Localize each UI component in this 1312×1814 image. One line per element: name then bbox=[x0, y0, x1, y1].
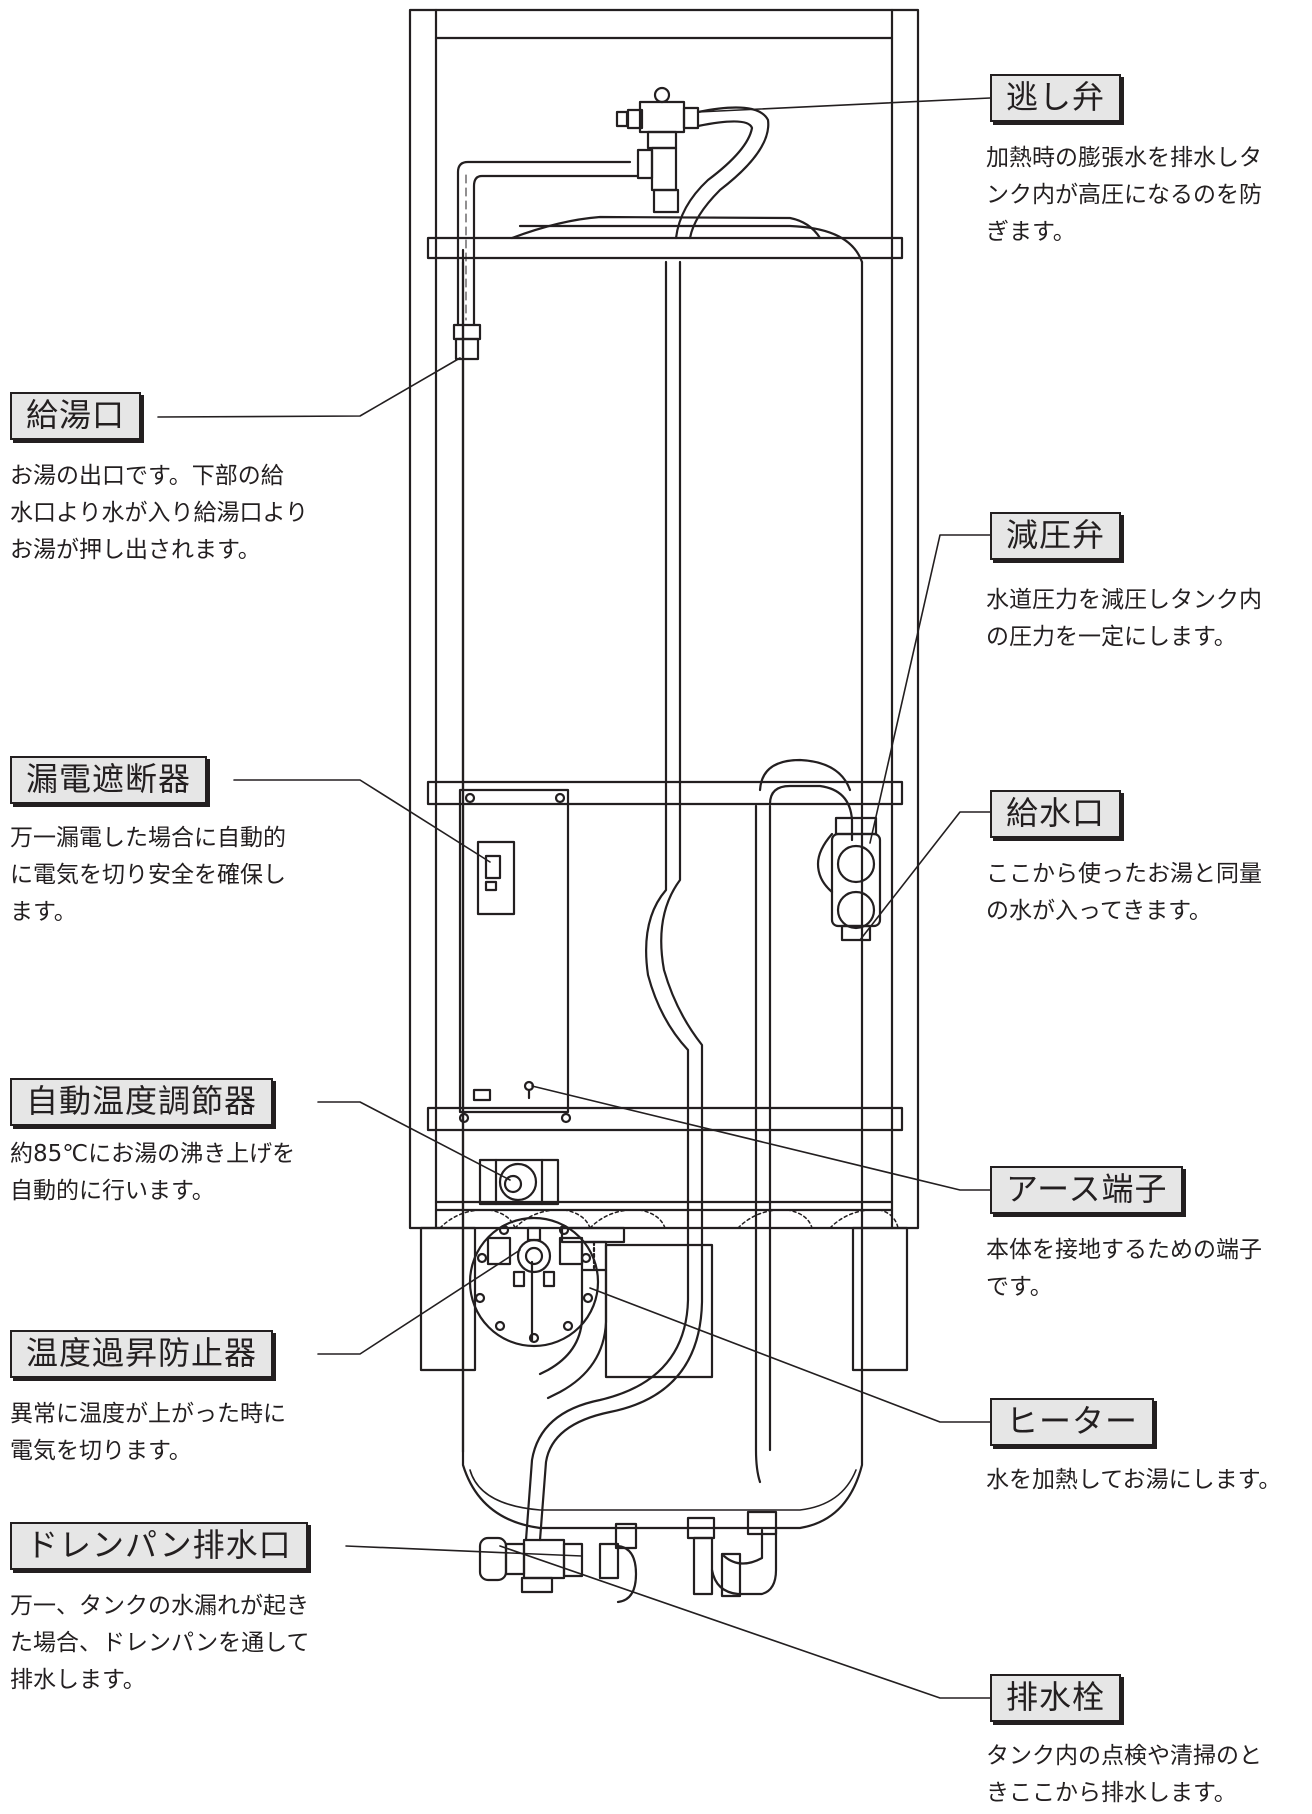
relief-valve-label: 逃し弁 bbox=[990, 74, 1122, 122]
inlet-pipe bbox=[754, 758, 854, 1484]
drain-plug-part bbox=[478, 1522, 638, 1604]
earth-terminal-description: 本体を接地するための端子です。 bbox=[986, 1237, 1262, 1300]
storage-tank bbox=[461, 215, 864, 1530]
overheat-protector-label: 温度過昇防止器 bbox=[10, 1330, 274, 1378]
relief-valve-description: 加熱時の膨張水を排水しタンク内が高圧になるのを防ぎます。 bbox=[986, 145, 1262, 245]
earth-leakage-breaker-description: 万一漏電した場合に自動的に電気を切り安全を確保します。 bbox=[10, 825, 286, 925]
drain-pan-outlet-label: ドレンパン排水口 bbox=[10, 1522, 308, 1570]
cabinet-frame bbox=[408, 8, 920, 1230]
pressure-reducing-valve-description: 水道圧力を減圧しタンク内の圧力を一定にします。 bbox=[986, 587, 1262, 650]
hot-water-outlet-description: お湯の出口です。下部の給水口より水が入り給湯口よりお湯が押し出されます。 bbox=[10, 463, 309, 563]
drain-pan-outlet-part bbox=[530, 1226, 714, 1400]
earth-leakage-breaker-label: 漏電遮断器 bbox=[10, 756, 208, 804]
heater-description: 水を加熱してお湯にします。 bbox=[986, 1467, 1282, 1493]
drain-hose bbox=[524, 1198, 704, 1542]
internal-pipe bbox=[645, 260, 704, 1202]
thermostat-description: 約85℃にお湯の沸き上げを自動的に行います。 bbox=[10, 1141, 296, 1204]
drain-pan-outlet-description: 万一、タンクの水漏れが起きた場合、ドレンパンを通して排水します。 bbox=[10, 1593, 310, 1693]
earth-terminal-label: アース端子 bbox=[990, 1166, 1184, 1214]
heater-flange bbox=[468, 1216, 600, 1348]
drain-plug-description: タンク内の点検や清掃のときここから排水します。 bbox=[986, 1743, 1262, 1806]
earth-terminal-part bbox=[523, 1080, 535, 1100]
breaker-panel bbox=[458, 788, 572, 1124]
water-inlet-description: ここから使ったお湯と同量の水が入ってきます。 bbox=[986, 861, 1262, 924]
cabinet-legs bbox=[419, 1226, 909, 1372]
water-inlet-label: 給水口 bbox=[990, 790, 1122, 838]
drain-plug-label: 排水栓 bbox=[990, 1674, 1122, 1722]
relief-hose bbox=[674, 106, 770, 240]
thermostat-part bbox=[478, 1158, 560, 1206]
overheat-protector-description: 異常に温度が上がった時に電気を切ります。 bbox=[10, 1401, 286, 1464]
heater-label: ヒーター bbox=[990, 1398, 1155, 1446]
thermostat-label: 自動温度調節器 bbox=[10, 1078, 274, 1126]
hot-water-pipe bbox=[452, 160, 640, 361]
relief-valve-part bbox=[615, 86, 700, 214]
hot-water-outlet-label: 給湯口 bbox=[10, 392, 142, 440]
pressure-reducing-valve-label: 減圧弁 bbox=[990, 512, 1122, 560]
inlet-elbow bbox=[686, 1510, 778, 1598]
pressure-valve-assembly bbox=[816, 816, 882, 942]
drain-pan-feet bbox=[439, 1209, 899, 1229]
leader-lines bbox=[157, 97, 991, 1699]
